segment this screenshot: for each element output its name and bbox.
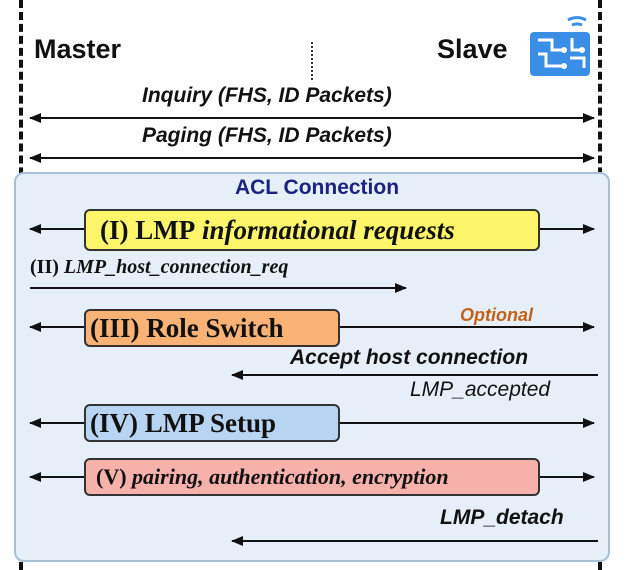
step5-security-box: (V) pairing, authentication, encryption — [84, 458, 540, 496]
step2-label-group: (II) LMP_host_connection_req — [30, 256, 288, 279]
step5-numeral: (V) — [96, 464, 127, 489]
step1-lmp-info-requests-box: (I) LMP informational requests — [84, 209, 540, 251]
step1-numeral: (I) LMP — [100, 214, 196, 245]
accept-host-label: Accept host connection — [290, 346, 529, 369]
slave-label: Slave — [437, 34, 508, 64]
step4-lmp-setup-box: (IV) LMP Setup — [84, 404, 340, 442]
step1-label: informational requests — [201, 214, 455, 245]
lmp-accepted-label: LMP_accepted — [410, 378, 551, 401]
step5-label: pairing, authentication, encryption — [132, 464, 449, 489]
step2-numeral: (II) — [30, 256, 59, 278]
acl-connection-title: ACL Connection — [234, 176, 400, 199]
step2-label: LMP_host_connection_req — [63, 256, 289, 278]
circuit-chip-wireless-icon — [524, 14, 596, 78]
middle-dotted-separator — [311, 42, 313, 80]
master-label: Master — [34, 34, 122, 64]
optional-label: Optional — [460, 305, 533, 325]
paging-label: Paging (FHS, ID Packets) — [142, 124, 392, 147]
inquiry-label: Inquiry (FHS, ID Packets) — [142, 84, 392, 107]
step3-role-switch-box: (III) Role Switch — [84, 309, 340, 347]
detach-label: LMP_detach — [440, 506, 564, 529]
